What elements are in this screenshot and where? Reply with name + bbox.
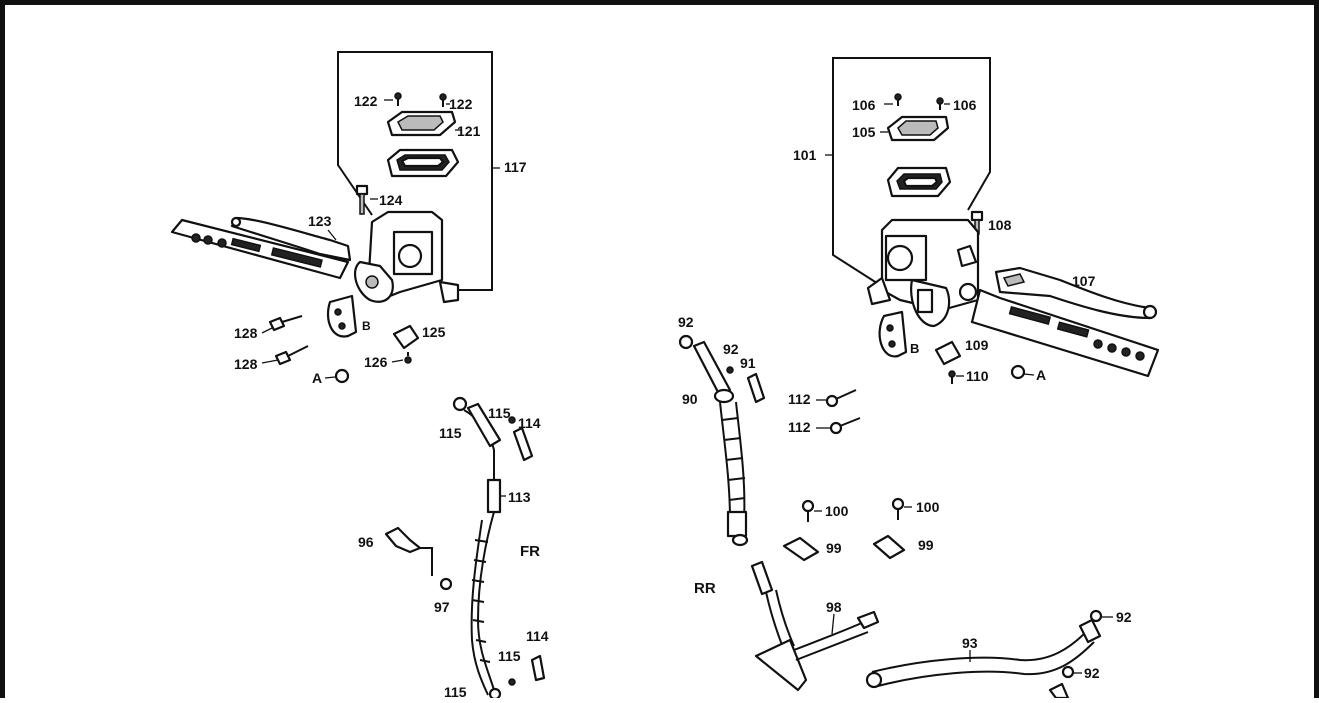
clamp-b-part: [326, 294, 358, 338]
diaphragm-part: [386, 148, 460, 178]
ref-label-a-right: A: [1036, 367, 1046, 383]
reservoir-cap-part: [886, 115, 950, 142]
callout-96: 96: [358, 534, 374, 550]
callout-99-b: 99: [918, 537, 934, 553]
callout-109: 109: [965, 337, 989, 353]
callout-90: 90: [682, 391, 698, 407]
switch-part: [934, 340, 962, 366]
section-label-rr: RR: [694, 580, 716, 597]
switch-part: [392, 324, 420, 350]
callout-92-a: 92: [678, 314, 694, 330]
section-label-fr: FR: [520, 543, 540, 560]
callout-92-b: 92: [723, 341, 739, 357]
callout-126: 126: [364, 354, 388, 370]
callout-123: 123: [308, 213, 332, 229]
rear-hose-callouts: 92 92 91 90 112 112 100 100 99 99 RR 98 …: [678, 314, 1132, 681]
callout-105: 105: [852, 124, 876, 140]
handlebar-part: [970, 288, 1160, 378]
callout-125: 125: [422, 324, 446, 340]
handlebar-part: [170, 218, 350, 280]
callout-122-a: 122: [354, 93, 378, 109]
clamp-label-b-right: B: [910, 341, 919, 356]
callout-110: 110: [966, 368, 989, 384]
callout-92-d: 92: [1084, 665, 1100, 681]
callout-112-a: 112: [788, 391, 811, 407]
callout-114-b: 114: [526, 628, 549, 644]
callout-107: 107: [1072, 273, 1096, 289]
front-brake-hose: [384, 396, 546, 701]
reservoir-cap-part: [386, 110, 462, 137]
callout-113: 113: [508, 489, 531, 505]
right-master-cylinder: [825, 57, 1160, 384]
cap-screw-part: [894, 93, 944, 110]
right-callouts: 106 106 105 101 108 107 B 109 110 A: [793, 97, 1096, 384]
callout-112-b: 112: [788, 419, 811, 435]
hose-clamp-part: [384, 526, 453, 591]
master-cylinder-body: [866, 218, 980, 328]
brake-lever-part: [994, 266, 1158, 320]
callout-100-a: 100: [825, 503, 849, 519]
callout-106-b: 106: [953, 97, 977, 113]
master-cylinder-body: [353, 210, 460, 304]
small-screw-part: [404, 352, 412, 364]
callout-98: 98: [826, 599, 842, 615]
rear-brake-hose: [678, 334, 1103, 700]
callout-92-c: 92: [1116, 609, 1132, 625]
callout-108: 108: [988, 217, 1012, 233]
callout-117: 117: [504, 159, 527, 175]
callout-128-a: 128: [234, 325, 258, 341]
callout-115-a: 115: [439, 425, 462, 441]
bolt-128-part: [268, 315, 309, 366]
clamp-label-b-left: B: [362, 319, 371, 333]
callout-97: 97: [434, 599, 450, 615]
callout-115-b: 115: [488, 405, 511, 421]
callout-124: 124: [379, 192, 403, 208]
bolt-part: [355, 184, 378, 215]
callout-122-b: 122: [449, 96, 473, 112]
nut-a-part: [1010, 364, 1026, 380]
cap-screw-part: [384, 92, 447, 107]
callout-121: 121: [457, 123, 481, 139]
callout-99-a: 99: [826, 540, 842, 556]
clamp-b-part: [878, 310, 908, 358]
callout-114-a: 114: [518, 415, 541, 431]
callout-115-d: 115: [444, 684, 467, 698]
front-hose-callouts: 115 115 114 113 FR 96 97 114 115 115: [358, 405, 549, 700]
ref-label-a-left: A: [312, 370, 322, 386]
callout-100-b: 100: [916, 499, 940, 515]
left-master-cylinder: [170, 51, 500, 384]
callout-91: 91: [740, 355, 756, 371]
diaphragm-part: [886, 166, 952, 198]
callout-101: 101: [793, 147, 817, 163]
nut-a-part: [334, 368, 350, 384]
callout-115-c: 115: [498, 648, 521, 664]
brake-lever-part: [230, 216, 352, 262]
callout-106-a: 106: [852, 97, 876, 113]
small-screw-part: [948, 370, 956, 384]
callout-93: 93: [962, 635, 978, 651]
left-callouts: 122 122 121 117 124 123 128 128 B A 125 …: [234, 93, 527, 386]
callout-128-b: 128: [234, 356, 258, 372]
